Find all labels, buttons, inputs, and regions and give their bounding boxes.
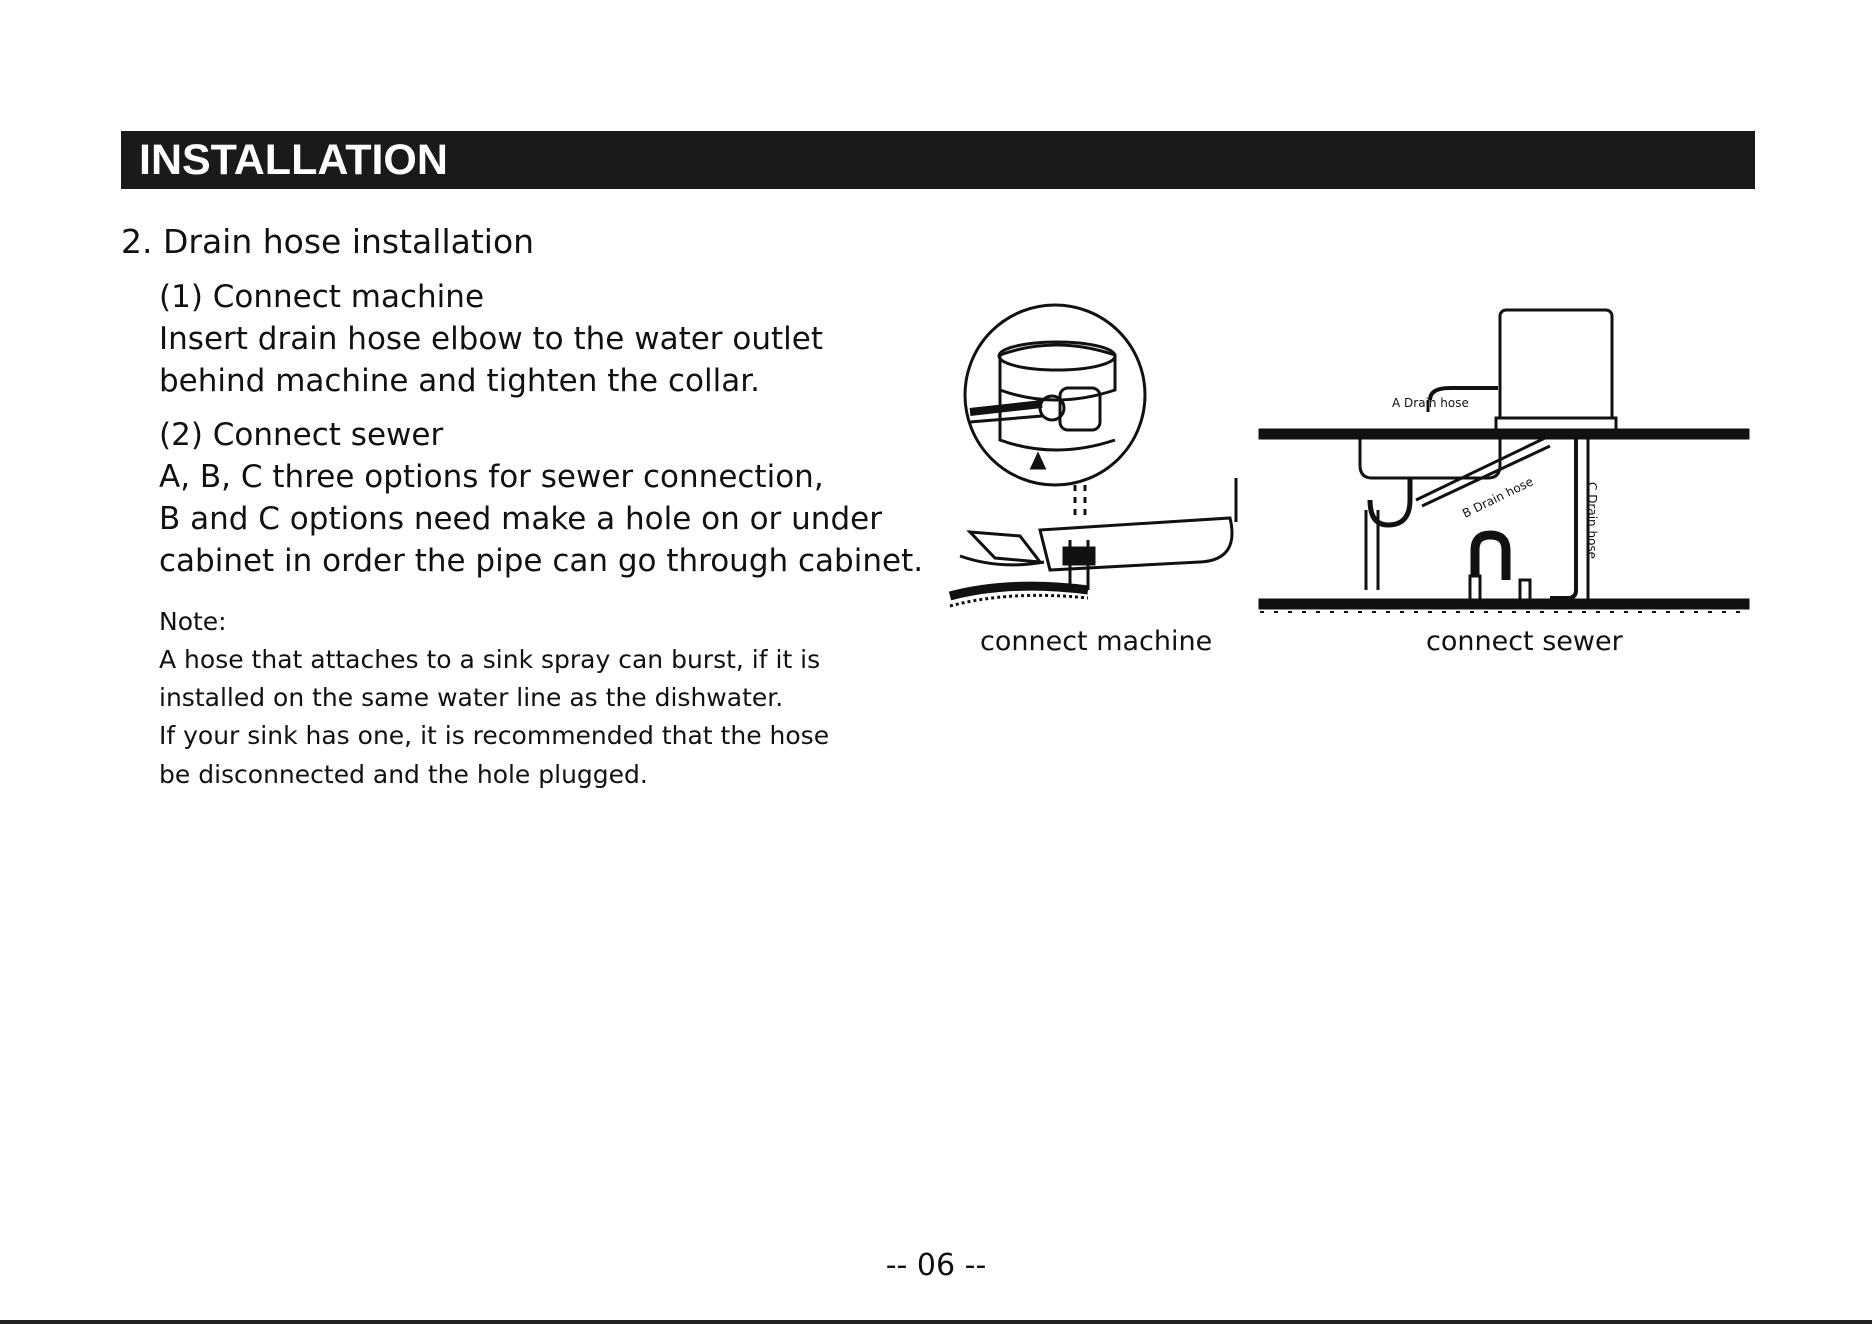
page-number: -- 06 -- xyxy=(885,1248,987,1283)
step-1-line-1: Insert drain hose elbow to the water out… xyxy=(159,321,824,357)
caption-connect-sewer: connect sewer xyxy=(1426,626,1623,657)
section-header-bar: INSTALLATION xyxy=(121,131,1755,189)
dishwasher-body xyxy=(1498,308,1614,432)
detail-magnifier-circle xyxy=(963,303,1147,487)
label-a-drain-hose: A Drain hose xyxy=(1392,396,1469,410)
caption-connect-machine: connect machine xyxy=(980,626,1213,657)
step-1-heading: (1) Connect machine xyxy=(159,279,485,315)
sewer-connection-illustration xyxy=(1258,308,1750,613)
label-c-drain-hose: C Drain hose xyxy=(1585,482,1599,559)
installation-illustration: A Drain hose B Drain hose C Drain hose xyxy=(948,303,1750,613)
section-title: 2. Drain hose installation xyxy=(121,222,535,261)
step-2-heading: (2) Connect sewer xyxy=(159,417,444,453)
note-label: Note: xyxy=(159,607,227,636)
installation-figure: A Drain hose B Drain hose C Drain hose xyxy=(940,300,1760,660)
floor-line xyxy=(1258,598,1750,610)
step-2-line-3: cabinet in order the pipe can go through… xyxy=(159,543,924,579)
step-1-line-2: behind machine and tighten the collar. xyxy=(159,363,760,399)
note-line-2: installed on the same water line as the … xyxy=(159,683,784,712)
note-line-3: If your sink has one, it is recommended … xyxy=(159,721,830,750)
note-line-4: be disconnected and the hole plugged. xyxy=(159,760,648,789)
step-2-line-2: B and C options need make a hole on or u… xyxy=(159,501,882,537)
step-2-line-1: A, B, C three options for sewer connecti… xyxy=(159,459,824,495)
machine-connection-illustration xyxy=(948,303,1238,608)
bottom-rule xyxy=(0,1320,1872,1324)
note-line-1: A hose that attaches to a sink spray can… xyxy=(159,645,821,674)
page-title: INSTALLATION xyxy=(139,136,448,184)
